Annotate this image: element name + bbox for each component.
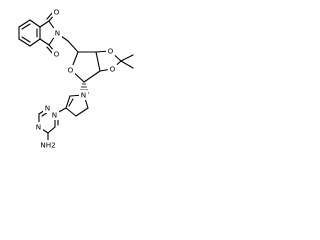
- bond: [65, 95, 71, 109]
- atom-label-n: N: [81, 91, 86, 100]
- bond: [21, 36, 31, 43]
- bond: [18, 19, 31, 28]
- atom-label-nh2: NH2: [40, 141, 55, 150]
- atom-label-n: N: [52, 111, 57, 120]
- bond: [68, 98, 74, 107]
- bond: [29, 19, 41, 28]
- atom-label-o: O: [54, 8, 60, 17]
- atom-label-o: O: [54, 50, 60, 59]
- bond: [67, 40, 79, 53]
- structure-diagram: O O N O O O N N N N NH2: [18, 7, 134, 150]
- bond: [95, 51, 101, 72]
- atom-labels: O O N O O O N N N N NH2: [34, 7, 117, 150]
- phthalimide-group: [18, 11, 58, 55]
- atom-label-n: N: [36, 123, 41, 132]
- atom-label-n: N: [45, 104, 50, 113]
- bond: [120, 54, 134, 62]
- bond: [47, 126, 56, 134]
- bond: [39, 20, 50, 28]
- bond: [18, 38, 31, 47]
- bond: [29, 38, 41, 47]
- bond: [65, 107, 77, 117]
- adenine-group: [38, 94, 89, 144]
- atom-label-n: N: [55, 29, 60, 38]
- atom-label-o: O: [68, 66, 74, 75]
- bond: [75, 107, 89, 117]
- bond: [39, 38, 50, 46]
- atom-label-o: O: [110, 65, 116, 74]
- atom-label-o: O: [108, 47, 114, 56]
- bond: [120, 60, 134, 69]
- molecule-canvas: O O N O O O N N N N NH2: [0, 0, 152, 152]
- ribose-acetonide-group: [67, 40, 134, 94]
- bond: [83, 70, 101, 83]
- bond: [21, 23, 31, 30]
